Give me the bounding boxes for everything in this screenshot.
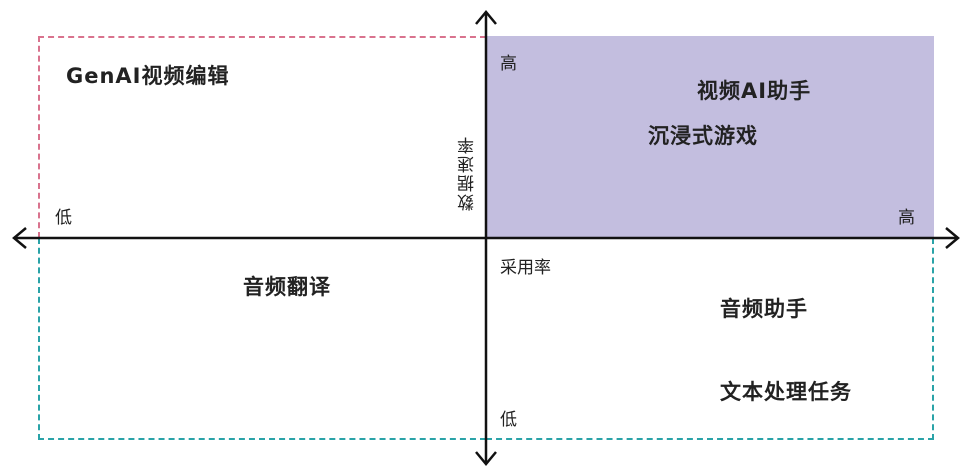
x-axis-right-arrow — [945, 227, 960, 249]
quadrant-bottom-left — [38, 238, 486, 440]
quadrant-bottom-right — [486, 238, 934, 440]
y-axis-title: 数据速率 — [458, 135, 478, 211]
item-audio-translation: 音频翻译 — [243, 275, 331, 299]
y-axis-low-label: 低 — [500, 410, 517, 430]
item-text-processing: 文本处理任务 — [720, 380, 852, 404]
quadrant-top-right — [486, 36, 934, 238]
item-genai-video-editing: GenAI视频编辑 — [66, 64, 230, 88]
y-axis-top-arrow — [475, 10, 497, 25]
quadrant-top-left — [38, 36, 486, 238]
item-video-ai-assistant: 视频AI助手 — [697, 79, 812, 103]
x-axis-left-arrow — [12, 227, 27, 249]
x-axis-high-label: 高 — [898, 208, 915, 228]
x-axis-title: 采用率 — [500, 258, 551, 278]
y-axis-bottom-arrow — [475, 451, 497, 466]
y-axis-high-label: 高 — [500, 54, 517, 74]
item-immersive-gaming: 沉浸式游戏 — [648, 124, 758, 148]
x-axis-low-label: 低 — [55, 208, 72, 228]
item-audio-assistant: 音频助手 — [720, 297, 808, 321]
